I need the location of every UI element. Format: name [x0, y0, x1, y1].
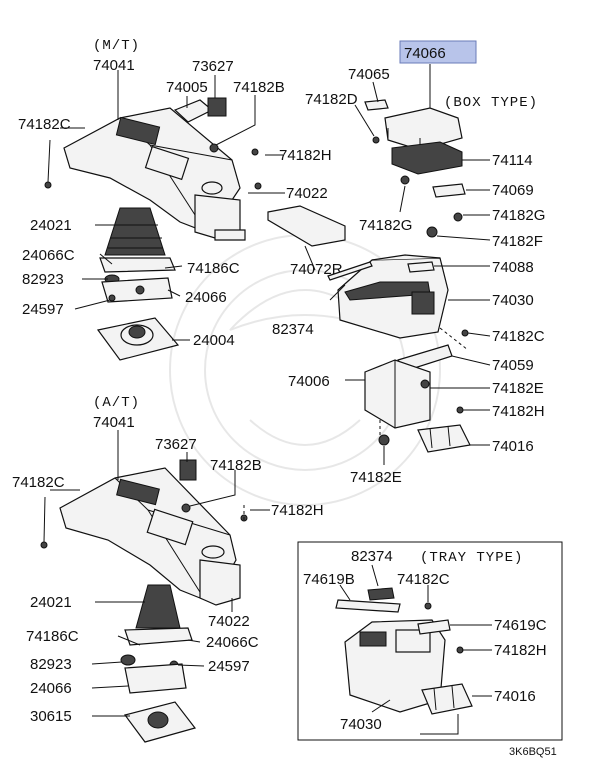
box-label-74182f: 74182F [492, 233, 543, 250]
mt-24066c-plate [99, 257, 176, 273]
at-label-24066c: 24066C [206, 634, 259, 651]
box-type-group: 74066 (BOX TYPE) [272, 40, 545, 486]
mt-label-74182h: 74182H [279, 147, 332, 164]
mt-label-24004: 24004 [193, 332, 235, 349]
at-label-74186c: 74186C [26, 628, 79, 645]
box-label-74065: 74065 [348, 66, 390, 83]
mt-74182c-screw [47, 139, 51, 183]
box-74069-hinge [432, 183, 466, 198]
box-74182d-screw [372, 136, 380, 144]
tray-label-74182c: 74182C [397, 571, 450, 588]
mt-label-74182c: 74182C [18, 116, 71, 133]
at-label-24021: 24021 [30, 594, 72, 611]
at-24021-boot [135, 584, 181, 629]
box-74006-bracket [364, 359, 431, 429]
box-label-74030: 74030 [492, 292, 534, 309]
tray-74619b-pad [367, 587, 395, 601]
box-82374-strip [327, 261, 373, 281]
mt-label-74186c: 74186C [187, 260, 240, 277]
mt-label-74005: 74005 [166, 79, 208, 96]
mt-label-24066: 24066 [185, 289, 227, 306]
at-console-group: (A/T) 74041 73627 7 [12, 395, 324, 743]
at-label-82923: 82923 [30, 656, 72, 673]
mt-73627-switch [207, 97, 227, 117]
box-label-74182g-left: 74182G [359, 217, 412, 234]
mt-console-group: (M/T) [18, 38, 346, 361]
mt-label-24066c: 24066C [22, 247, 75, 264]
at-label-30615: 30615 [30, 708, 72, 725]
box-label-74088: 74088 [492, 259, 534, 276]
mt-label-74182b: 74182B [233, 79, 285, 96]
tray-label-74182h: 74182H [494, 642, 547, 659]
mt-24021-boot [104, 207, 166, 256]
at-73627-switch [179, 459, 197, 481]
at-label-74182b: 74182B [210, 457, 262, 474]
at-label-74041: 74041 [93, 414, 135, 431]
box-header: (BOX TYPE) [444, 95, 538, 111]
mt-header: (M/T) [93, 38, 140, 54]
at-label-24066: 24066 [30, 680, 72, 697]
box-label-74059: 74059 [492, 357, 534, 374]
tray-74619c-mat [417, 619, 451, 635]
box-74088-cap [407, 261, 435, 273]
box-label-74006: 74006 [288, 373, 330, 390]
box-label-74182e-bottom: 74182E [350, 469, 402, 486]
mt-label-82923: 82923 [22, 271, 64, 288]
box-label-74066: 74066 [404, 45, 446, 62]
mt-label-74072r: 74072R [290, 261, 343, 278]
tray-frame [297, 541, 563, 741]
box-label-74182g-right: 74182G [492, 207, 545, 224]
at-label-73627: 73627 [155, 436, 197, 453]
tray-label-74016: 74016 [494, 688, 536, 705]
box-label-82374: 82374 [272, 321, 314, 338]
box-label-74182h: 74182H [492, 403, 545, 420]
tray-label-82374-top: 82374 [351, 548, 393, 565]
box-label-74182c: 74182C [492, 328, 545, 345]
tray-label-74619b: 74619B [303, 571, 355, 588]
at-label-74182c: 74182C [12, 474, 65, 491]
at-label-74182h: 74182H [271, 502, 324, 519]
tray-header: (TRAY TYPE) [420, 550, 523, 566]
at-24066-ring [124, 663, 187, 694]
at-header: (A/T) [93, 395, 140, 411]
mt-74182b-screw [209, 143, 219, 153]
box-74016-mount [417, 424, 471, 453]
box-label-74114: 74114 [492, 152, 533, 169]
mt-label-24021: 24021 [30, 217, 72, 234]
box-label-74182e-right: 74182E [492, 380, 544, 397]
drawing-code: 3K6BQ51 [509, 746, 557, 758]
at-label-74022: 74022 [208, 613, 250, 630]
tray-label-74030: 74030 [340, 716, 382, 733]
mt-label-74022: 74022 [286, 185, 328, 202]
box-label-74182d: 74182D [305, 91, 358, 108]
box-label-74016: 74016 [492, 438, 534, 455]
mt-label-74041: 74041 [93, 57, 135, 74]
mt-label-73627: 73627 [192, 58, 234, 75]
at-label-24597: 24597 [208, 658, 250, 675]
tray-74016-mount [421, 683, 473, 715]
highlight-74066 [399, 40, 477, 64]
box-74114-tray [391, 141, 463, 175]
tray-strip [335, 599, 401, 613]
tray-type-group: 82374 (TRAY TYPE) 74619B 74182C 74619C 7… [297, 541, 563, 741]
box-label-74069: 74069 [492, 182, 534, 199]
mt-label-24597: 24597 [22, 301, 64, 318]
tray-label-74619c: 74619C [494, 617, 547, 634]
mt-74072r-rail [267, 205, 346, 247]
box-74065-bracket [364, 99, 389, 111]
